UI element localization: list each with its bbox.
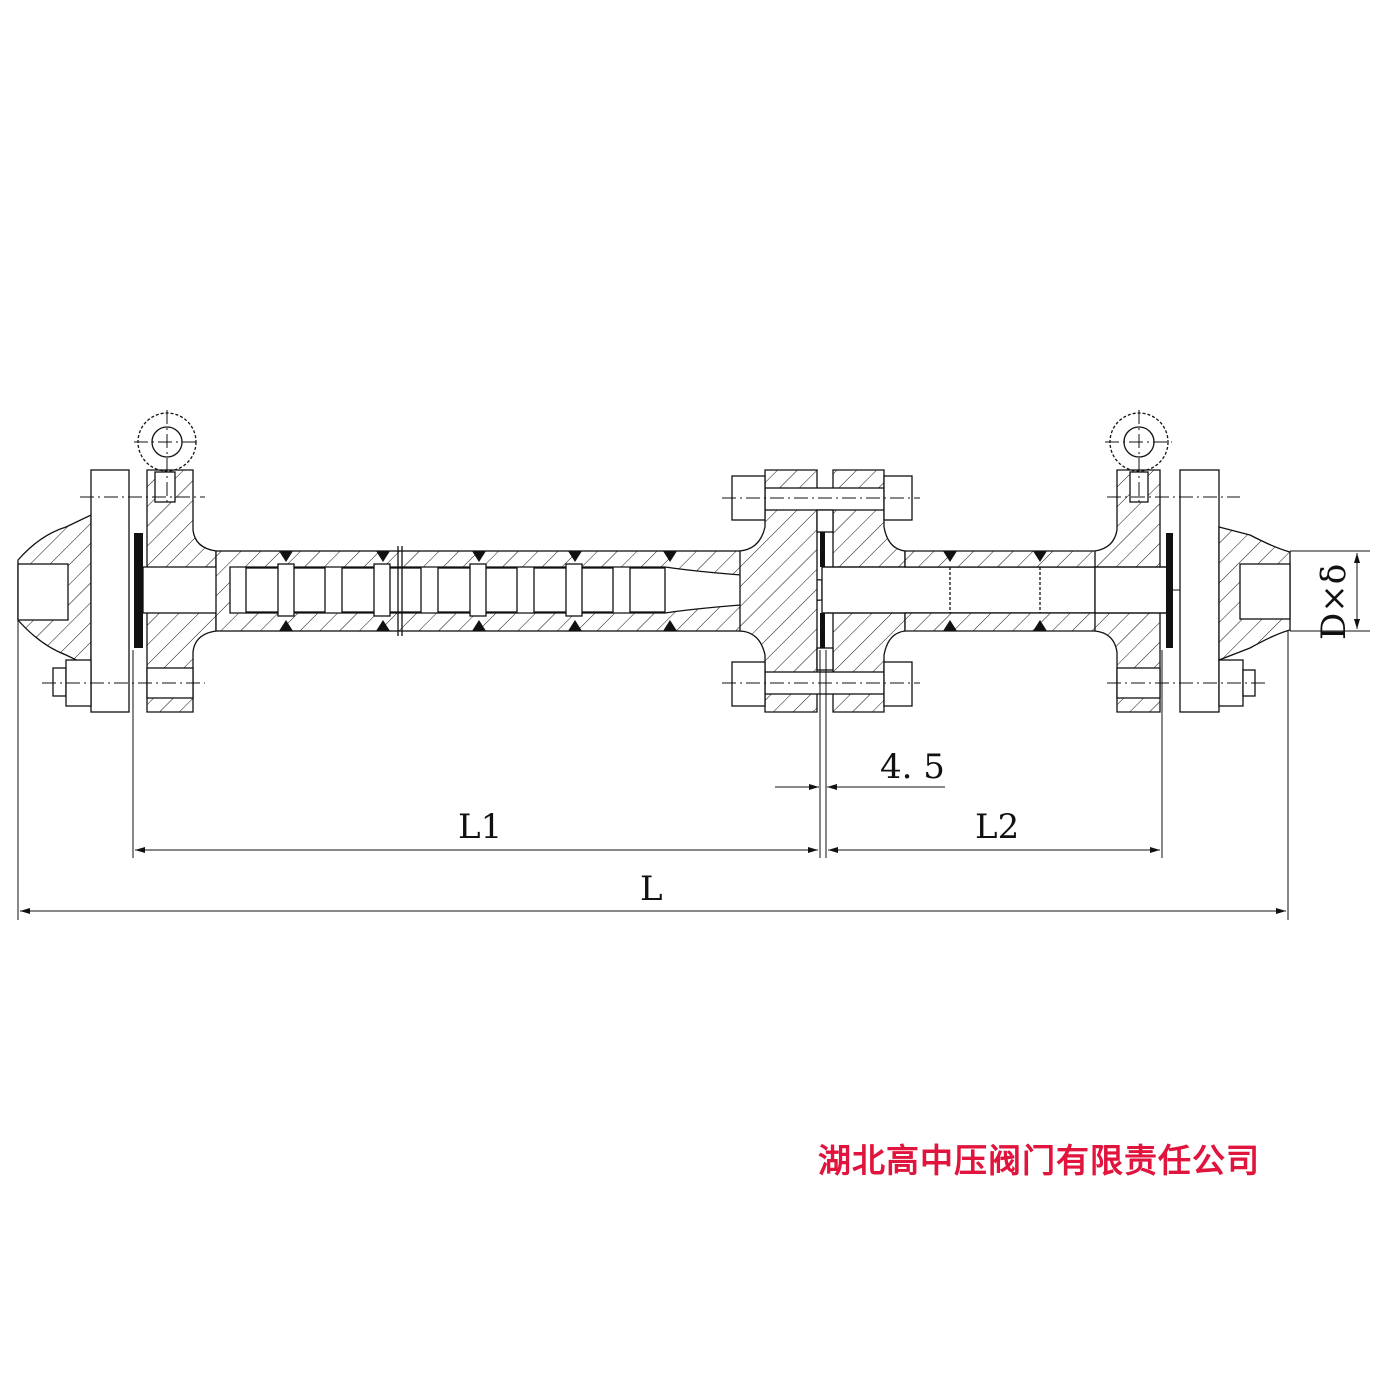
nut — [883, 475, 913, 521]
nut — [731, 661, 766, 707]
weld-mark — [376, 551, 390, 562]
weld-mark — [568, 551, 582, 562]
orifice-plate — [820, 532, 825, 567]
downstream-pipe — [904, 550, 1121, 632]
left-counter-flange — [17, 469, 130, 713]
nut — [883, 661, 913, 707]
weld-mark — [472, 551, 486, 562]
spacer-ring — [469, 563, 487, 617]
weld-mark — [663, 551, 677, 562]
total-length-label: L — [640, 869, 663, 909]
upstream-pipe — [215, 546, 823, 636]
dimension-lines — [17, 550, 1370, 920]
orifice-flange-pair — [722, 469, 1121, 713]
weld-mark — [376, 620, 390, 631]
weld-mark — [568, 620, 582, 631]
l1-dimension-label: L1 — [458, 807, 502, 847]
weld-mark — [279, 551, 293, 562]
l2-dimension-label: L2 — [975, 807, 1019, 847]
eyebolt-thread — [154, 471, 176, 503]
weld-mark — [663, 620, 677, 631]
left-bolt — [42, 496, 205, 707]
weld-mark — [472, 620, 486, 631]
spacer-ring — [277, 563, 295, 617]
gap-dimension-label: 4. 5 — [880, 747, 945, 787]
left-eyebolt — [134, 410, 200, 505]
flow-element-block — [629, 567, 666, 613]
company-name: 湖北高中压阀门有限责任公司 — [818, 1141, 1260, 1180]
right-flange — [1094, 469, 1291, 713]
weld-mark — [279, 620, 293, 631]
spacer-ring — [373, 563, 391, 617]
pipe-size-label: D×δ — [1314, 564, 1354, 640]
right-eyebolt — [1105, 410, 1172, 505]
spacer-ring — [565, 563, 583, 617]
